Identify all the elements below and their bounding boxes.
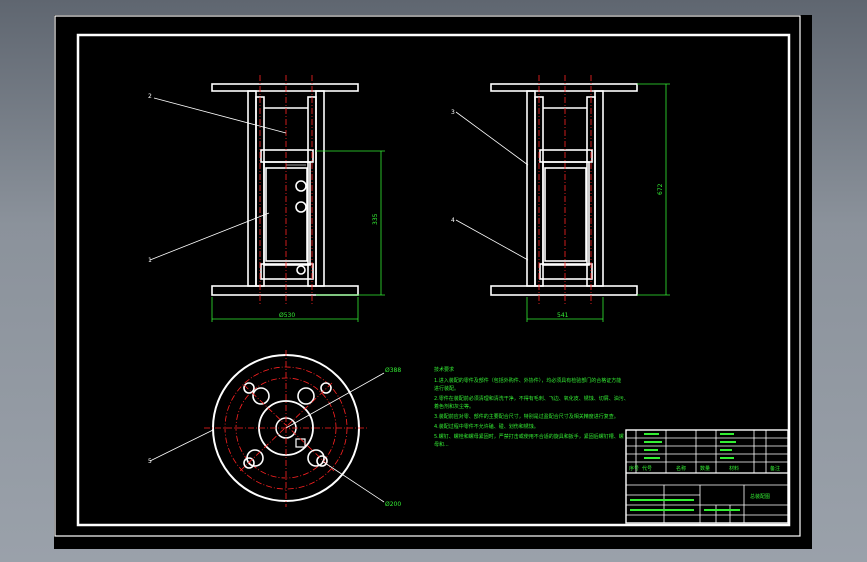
side-centerlines (538, 75, 592, 305)
cad-drawing: Ø530 335 2 1 541 672 3 4 (54, 15, 801, 537)
dim-side-height: 672 (657, 183, 664, 195)
sheet-border (54, 15, 801, 537)
cad-viewport[interactable]: Ø530 335 2 1 541 672 3 4 (54, 15, 812, 549)
note-line-1: 1.进入装配的零件及部件（包括外购件、外协件），均必须具有检验部门的合格证方能 (434, 377, 621, 384)
front-centerlines (259, 75, 313, 305)
dim-front-height: 335 (372, 213, 379, 225)
tb-col-material: 材料 (729, 465, 739, 472)
tb-col-note: 备注 (770, 465, 780, 472)
tb-drawing-name: 总装配图 (750, 493, 770, 500)
note-line-8: 母和... (434, 441, 449, 448)
front-dimensions (211, 150, 385, 322)
balloon-1: 1 (148, 257, 152, 264)
tb-col-seq: 序号 (629, 465, 639, 472)
balloon-5: 5 (148, 458, 152, 465)
dim-plan-inner: Ø200 (385, 501, 401, 508)
front-leaders (149, 97, 287, 261)
note-line-6: 4.装配过程中零件不允许磕、碰、划伤和锈蚀。 (434, 423, 539, 430)
tb-col-name: 名称 (676, 465, 686, 472)
tb-col-code: 代号 (642, 465, 652, 472)
note-line-3: 2.零件在装配前必须清理和清洗干净，不得有毛刺、飞边、氧化皮、锈蚀、切屑、油污、 (434, 395, 629, 402)
dim-side-width: 541 (557, 312, 569, 319)
drawing-frame (76, 33, 791, 527)
note-line-5: 3.装配前应对零、部件的主要配合尺寸，特别是过盈配合尺寸及相关精度进行复查。 (434, 413, 619, 420)
note-line-4: 着色剂和灰尘等。 (434, 403, 474, 410)
side-leaders (455, 111, 529, 261)
balloon-4: 4 (451, 217, 455, 224)
note-line-7: 5.螺钉、螺栓和螺母紧固时，严禁打击或使用不合适的旋具和扳手，紧固后螺钉槽、螺 (434, 433, 624, 440)
note-line-2: 进行装配。 (434, 385, 459, 392)
technical-notes: 技术要求 1.进入装配的零件及部件（包括外购件、外协件），均必须具有检验部门的合… (434, 366, 629, 448)
side-dimensions (526, 83, 670, 322)
front-view (211, 83, 359, 296)
dim-front-width: Ø530 (279, 312, 295, 319)
tb-col-qty: 数量 (700, 465, 710, 472)
notes-title: 技术要求 (434, 366, 454, 373)
title-block-text-strokes (630, 433, 740, 511)
side-view (490, 83, 638, 296)
balloon-3: 3 (451, 109, 455, 116)
plan-view (149, 350, 385, 507)
title-block (625, 429, 789, 524)
balloon-2: 2 (148, 93, 152, 100)
dim-plan-outer: Ø388 (385, 367, 401, 374)
